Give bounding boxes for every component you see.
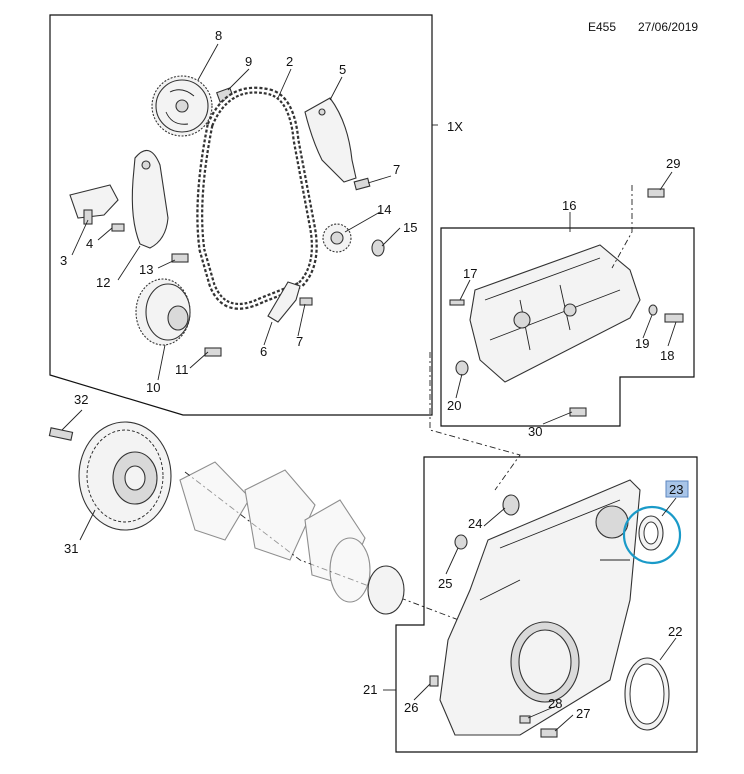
diagram-code: E455 [588, 20, 617, 34]
chain-guide-upper [304, 97, 357, 183]
callout-29: 29 [666, 156, 680, 171]
upper-cover-group-frame [440, 227, 695, 427]
cover-bolt-27 [540, 728, 558, 738]
seal-highlight-circle [622, 505, 682, 565]
cover-bolt-18 [664, 313, 684, 323]
callout-21: 21 [363, 682, 377, 697]
callout-8: 8 [215, 28, 222, 43]
callout-labels: 2 3 4 5 6 7 7 8 9 10 11 12 13 14 15 16 1… [60, 28, 683, 721]
callout-3: 3 [60, 253, 67, 268]
callout-30: 30 [528, 424, 542, 439]
tensioner-arm [131, 149, 169, 249]
crankshaft-rear-seal [624, 657, 670, 731]
camshaft-sprocket [151, 75, 213, 137]
crankshaft-pulley [78, 421, 172, 531]
sprocket-washer [371, 239, 385, 257]
cover-stud-26 [429, 675, 439, 687]
cover-stud [449, 299, 465, 306]
callout-24: 24 [468, 516, 482, 531]
callout-26: 26 [404, 700, 418, 715]
callout-19: 19 [635, 336, 649, 351]
chain-guide-lower [267, 281, 301, 323]
upper-timing-cover [469, 244, 641, 383]
part-23-badge [665, 480, 689, 498]
callout-20: 20 [447, 398, 461, 413]
crankshaft-sprocket [135, 278, 191, 346]
diagram-date: 27/06/2019 [638, 20, 699, 34]
front-engine-cover [439, 479, 641, 736]
chain-tensioner [69, 184, 119, 225]
callout-31: 31 [64, 541, 78, 556]
cover-dowel-25 [454, 534, 468, 550]
callout-16: 16 [562, 198, 576, 213]
callout-4: 4 [86, 236, 93, 251]
cover-plug-20 [455, 360, 469, 376]
callout-25: 25 [438, 576, 452, 591]
arm-bolt [171, 253, 189, 263]
oil-pump-sprocket [322, 223, 352, 253]
cover-bolt-30 [569, 407, 587, 417]
cover-dowel-24 [502, 494, 520, 516]
timing-chain [196, 86, 318, 310]
lower-guide-bolt [299, 297, 313, 306]
callout-7-upper: 7 [393, 162, 400, 177]
cover-bolt-29 [647, 188, 665, 198]
front-cover-group-frame [395, 456, 698, 753]
callout-11: 11 [175, 362, 189, 377]
callout-27: 27 [576, 706, 590, 721]
callout-10: 10 [146, 380, 160, 395]
callout-18: 18 [660, 348, 674, 363]
front-crankshaft-seal [638, 515, 664, 551]
callout-22: 22 [668, 624, 682, 639]
callout-2: 2 [286, 54, 293, 69]
cover-washer-19 [648, 304, 658, 316]
cover-nut-28 [519, 715, 531, 724]
callout-23: 23 [669, 482, 683, 497]
leader-lines [61, 43, 677, 732]
tensioner-bolt [111, 223, 125, 232]
callout-6: 6 [260, 344, 267, 359]
callout-12: 12 [96, 275, 110, 290]
callout-7-lower: 7 [296, 334, 303, 349]
crankshaft [179, 461, 371, 603]
group-label-1x: 1X [447, 119, 463, 134]
callout-9: 9 [245, 54, 252, 69]
callout-28: 28 [548, 696, 562, 711]
callout-17: 17 [463, 266, 477, 281]
sprocket-bolt-lower [204, 347, 222, 357]
timing-chain-group-frame [49, 14, 433, 416]
callout-32: 32 [74, 392, 88, 407]
crankshaft-nose [367, 565, 405, 615]
pulley-bolt [48, 427, 74, 441]
guide-bolt [353, 177, 371, 191]
callout-13: 13 [139, 262, 153, 277]
callout-15: 15 [403, 220, 417, 235]
callout-14: 14 [377, 202, 391, 217]
callout-5: 5 [339, 62, 346, 77]
